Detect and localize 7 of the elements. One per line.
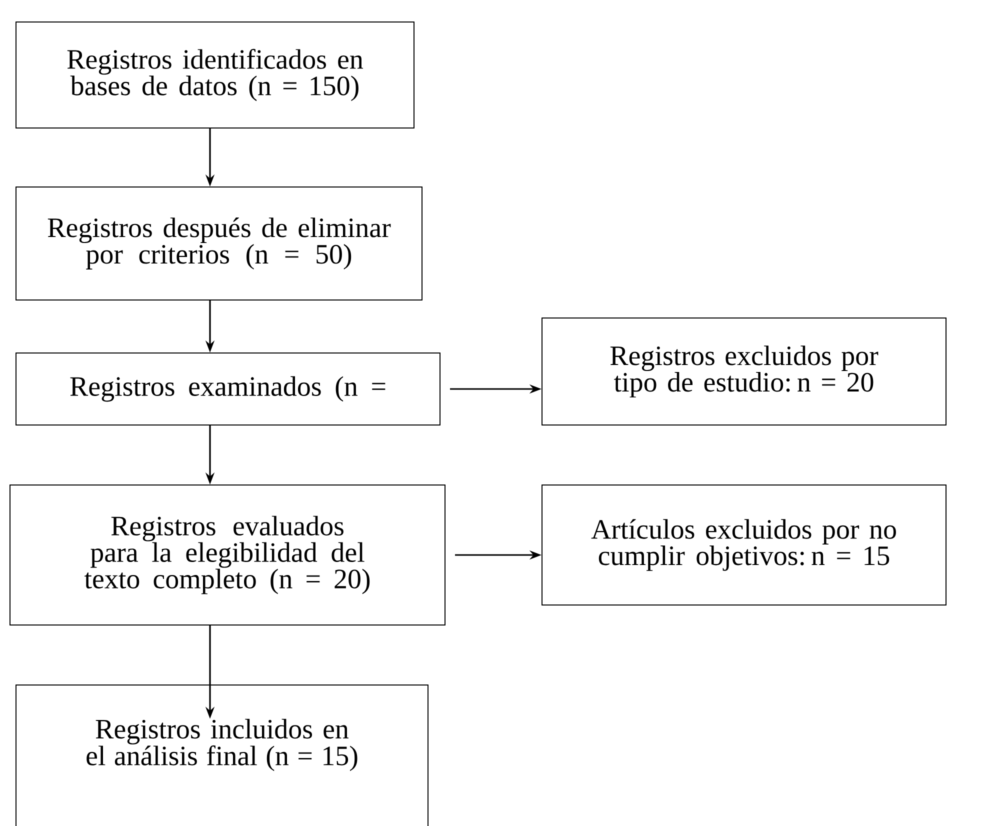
process-box: Registros identificados en bases de datos (n = 150) — [16, 22, 414, 128]
process-box: Registros excluidos por tipo de estudio: n = 20 — [542, 318, 947, 426]
process-box: Registros evaluados para la elegibilidad del texto completo (n = 20) — [10, 484, 446, 626]
process-box: Artículos excluidos por no cumplir objetivos: n = 15 — [542, 484, 947, 606]
process-box: Registros después de eliminar por criterios (n = 50) — [16, 186, 422, 300]
process-box: Registros examinados (n = — [16, 352, 440, 426]
process-box: Registros incluidos en el análisis final (n = 15) — [16, 684, 428, 826]
